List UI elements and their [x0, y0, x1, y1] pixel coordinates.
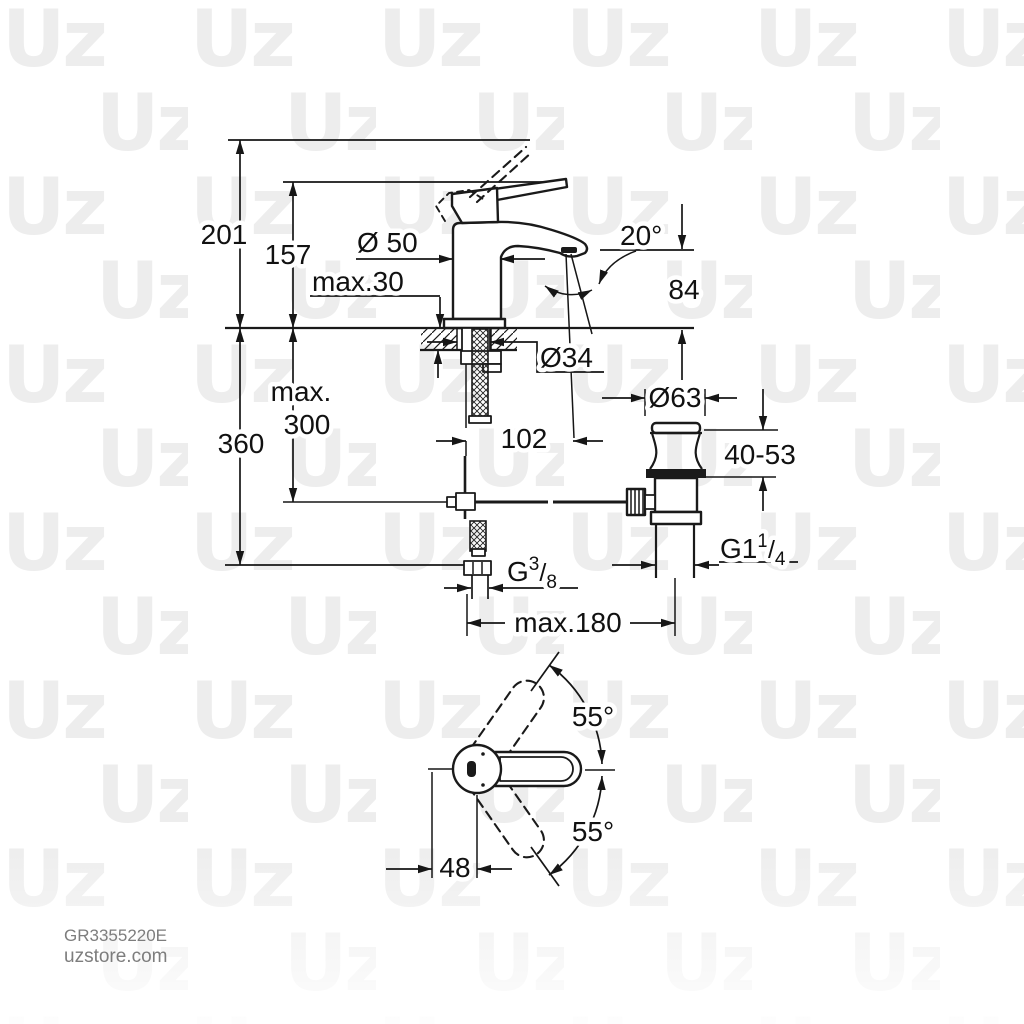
supply-hose-lower: [469, 520, 487, 552]
handle-raised-dashed: [468, 145, 528, 199]
pivot-slot: [467, 761, 476, 777]
deck-hatch-right: [491, 328, 517, 350]
waste-step: [649, 510, 703, 526]
faucet-base-plate: [442, 317, 507, 330]
side-elevation: [225, 139, 694, 599]
dim-center-distance-max: max.180: [514, 607, 621, 638]
dim-hose-max-value: 300: [284, 409, 331, 440]
dim-hose-max-word: max.: [271, 376, 332, 407]
swing-arc-down: [548, 775, 606, 876]
handle-top-view: [386, 651, 615, 887]
dim-stream-angle: 20°: [620, 220, 662, 251]
supply-hose-upper: [471, 328, 489, 419]
handle-pivot: [451, 743, 503, 795]
waste-plug-cap: [650, 421, 702, 435]
dim-handle-swing-up: 55°: [572, 701, 614, 732]
rod-clamp-small: [446, 496, 457, 508]
dim-waste-thread: G11/4: [720, 531, 786, 570]
dim-hole-diameter: Ø34: [540, 342, 593, 373]
g38-hex-nut: [463, 560, 492, 576]
dim-body-diameter: Ø 50: [357, 227, 418, 258]
aerator-outlet: [561, 247, 577, 253]
dim-spout-reach: 102: [501, 423, 548, 454]
d34-leader: [490, 337, 604, 373]
dim-total-height: 201: [201, 219, 248, 250]
dim-waste-diameter: Ø63: [649, 382, 702, 413]
waste-seal-flange: [646, 469, 706, 478]
dim-deck-thickness-max: max.30: [312, 266, 404, 297]
popup-waste-assembly: [466, 389, 798, 636]
pivot-dot: [481, 752, 485, 756]
waste-body-left: [649, 432, 658, 470]
knob-neck: [644, 494, 656, 510]
dim-spout-height: 84: [668, 274, 699, 305]
handle-outline-inner: [499, 756, 574, 782]
hose-end-fitting: [471, 548, 486, 557]
watermark-fade: [0, 840, 1024, 1024]
handle-cap: [450, 186, 500, 225]
stream-angle-arc: [544, 285, 593, 300]
rod-clamp: [455, 492, 476, 511]
swing-arc-up: [548, 664, 606, 765]
handle-cap-raised-dashed: [434, 189, 484, 222]
deck-hatch-left: [421, 328, 457, 350]
waste-lower-body: [653, 476, 699, 514]
water-stream-line: [565, 253, 575, 439]
pivot-dot: [481, 783, 485, 787]
dim-handle-swing-down: 55°: [572, 816, 614, 847]
dim-handle-offset: 48: [439, 852, 470, 883]
store-url: uzstore.com: [64, 946, 167, 967]
hose-fitting: [468, 415, 492, 424]
dim-height-to-top: 157: [265, 239, 312, 270]
dim-waste-deck-range: 40-53: [724, 439, 796, 470]
angle-leader: [598, 250, 637, 285]
swing-radial-up: [530, 651, 560, 692]
product-sku: GR3355220E: [64, 926, 167, 945]
swing-radial-down: [530, 846, 560, 887]
dim-depth-below-deck: 360: [218, 428, 265, 459]
handle-swung-down-dashed: [469, 768, 545, 859]
waste-body-right: [694, 432, 703, 470]
handle-raised-dashed: [475, 150, 534, 204]
handle-swung-up-dashed: [469, 679, 545, 770]
